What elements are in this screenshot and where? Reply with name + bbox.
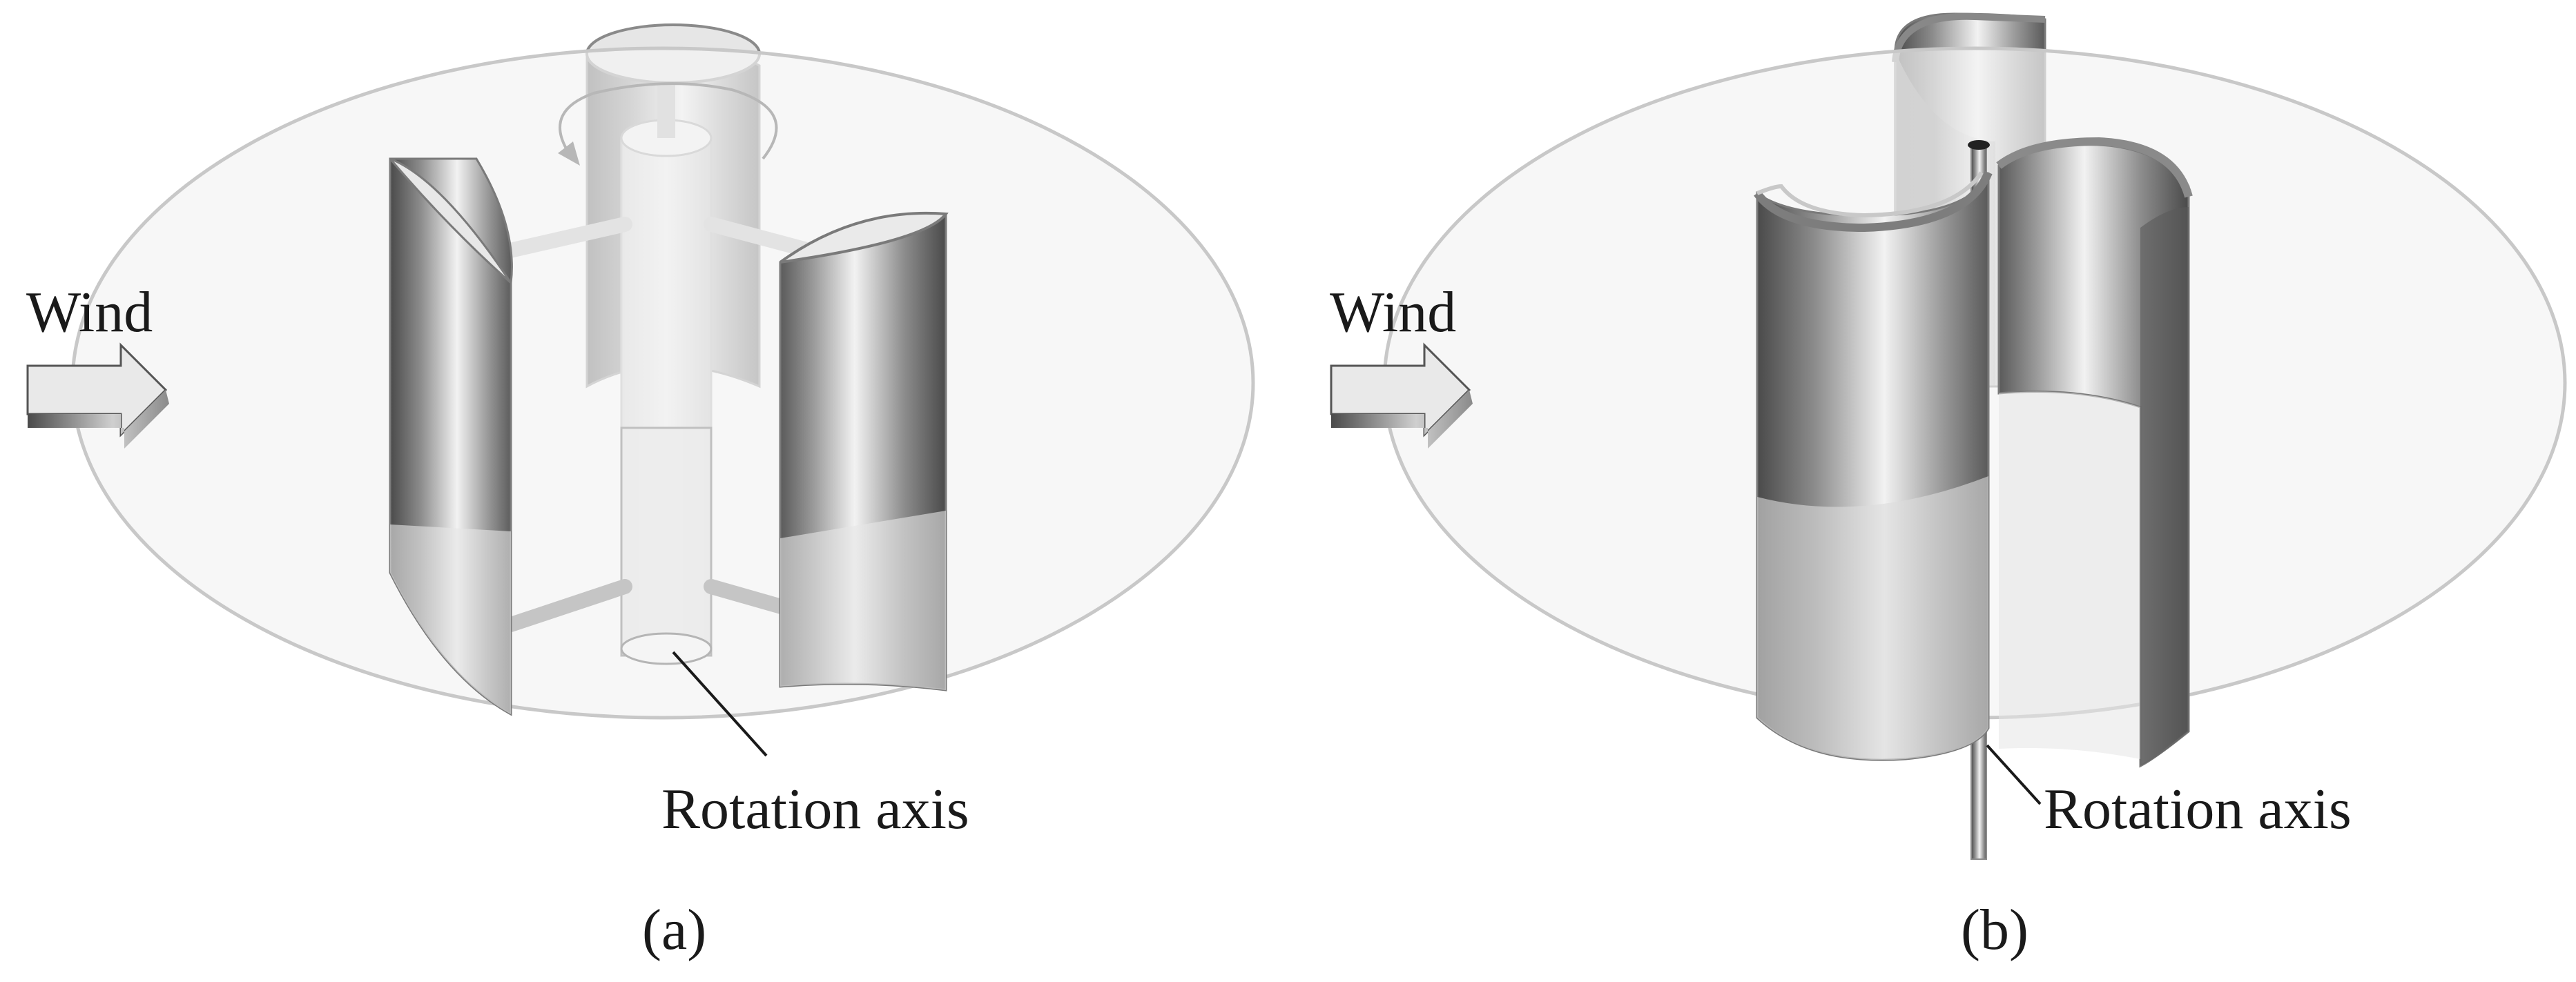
panel-b: Wind Rotation axis (b): [1330, 12, 2567, 962]
wind-arrow: [1330, 342, 1473, 449]
wind-arrow: [26, 342, 169, 449]
panel-a: Wind Rotation axis (a): [26, 23, 1255, 962]
wind-label: Wind: [26, 280, 153, 344]
savonius-bucket-left: [1754, 170, 1993, 761]
wind-label: Wind: [1330, 280, 1456, 344]
panel-caption: (b): [1961, 898, 2028, 962]
panel-caption: (a): [642, 898, 706, 962]
rotor-blade-right: [779, 211, 949, 691]
rotor-blade-left: [389, 157, 513, 716]
rotation-axis-leader: [1986, 744, 2042, 805]
rotation-axis-leader: [672, 651, 768, 757]
rotor-struts-lower: [503, 579, 791, 632]
savonius-bucket-right: [1996, 137, 2193, 768]
rotation-axis-label: Rotation axis: [661, 777, 969, 841]
rotation-axis-label: Rotation axis: [2044, 777, 2352, 841]
